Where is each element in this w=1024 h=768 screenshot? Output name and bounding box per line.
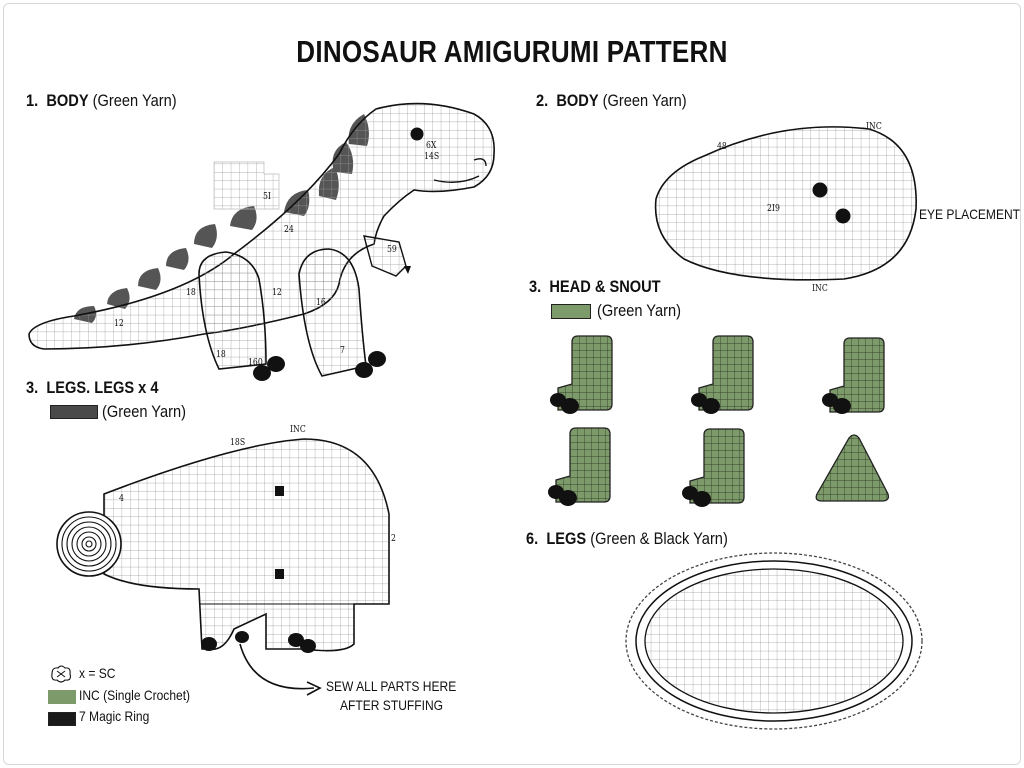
stitch-count: 12 (272, 288, 282, 298)
dinosaur-chart (28, 102, 495, 381)
section-legs-right: 6. LEGS (Green & Black Yarn) (526, 529, 728, 548)
leg-pieces (548, 335, 890, 507)
legs-left-note: (Green Yarn) (102, 402, 186, 421)
green-yarn-swatch (551, 304, 591, 319)
pattern-sheet: DINOSAUR AMIGURUMI PATTERN (3, 3, 1021, 765)
stitch-count: 48 (717, 142, 727, 152)
section-body-right: 2. BODY (Green Yarn) (536, 91, 687, 110)
sew-note-line1: SEW ALL PARTS HERE (326, 678, 457, 694)
stitch-count: 12 (114, 319, 124, 329)
stitch-count: 4 (119, 494, 124, 504)
stitch-count: 5I (263, 192, 271, 202)
stitch-count: 16 (316, 298, 326, 308)
body-blob-chart (654, 126, 917, 281)
eye-marker-1 (812, 182, 828, 198)
section-head-snout: 3. HEAD & SNOUT (529, 277, 661, 296)
legend-inc: INC (Single Crochet) (79, 687, 191, 703)
stitch-count: 7 (340, 346, 345, 356)
sew-arrow-icon (239, 643, 315, 690)
legend-sc: x = SC (79, 665, 116, 681)
stitch-count: 160 (248, 358, 263, 368)
sew-note-line2: AFTER STUFFING (340, 697, 444, 713)
dino-feet (253, 351, 386, 381)
pattern-artwork (28, 102, 923, 730)
head-snout-note: (Green Yarn) (597, 301, 681, 320)
eye-marker-2 (835, 208, 851, 224)
stitch-count: 18 (216, 350, 226, 360)
stitch-count: 18 (186, 288, 196, 298)
legend-magic-ring-swatch (48, 712, 76, 726)
section-body-left: 1. BODY (Green Yarn) (26, 91, 177, 110)
stitch-count: 59 (387, 245, 397, 255)
stitch-count: 6X (426, 141, 437, 151)
section-legs-left: 3. LEGS. LEGS x 4 (26, 378, 159, 397)
stitch-count: 24 (284, 225, 294, 235)
stitch-count: 18S (230, 438, 246, 448)
oval-chart (625, 552, 923, 730)
eye-placement-label: EYE PLACEMENT (919, 206, 1021, 222)
stitch-count: INC (866, 122, 882, 132)
stitch-count: 14S (424, 152, 440, 162)
stitch-count: 2I9 (767, 204, 780, 214)
triangle-piece (815, 434, 890, 502)
magic-ring-icon (61, 516, 117, 572)
body-side-chart (56, 438, 390, 696)
dino-eye (410, 127, 424, 141)
page-title: DINOSAUR AMIGURUMI PATTERN (296, 34, 728, 69)
stitch-count: INC (812, 284, 828, 294)
dark-yarn-swatch (50, 405, 98, 419)
stitch-count: INC (290, 425, 306, 435)
legend-inc-swatch (48, 690, 76, 704)
stitch-count: 2 (391, 534, 396, 544)
stitch-symbol-icon (51, 665, 71, 683)
legend-magic-ring: 7 Magic Ring (79, 708, 150, 724)
